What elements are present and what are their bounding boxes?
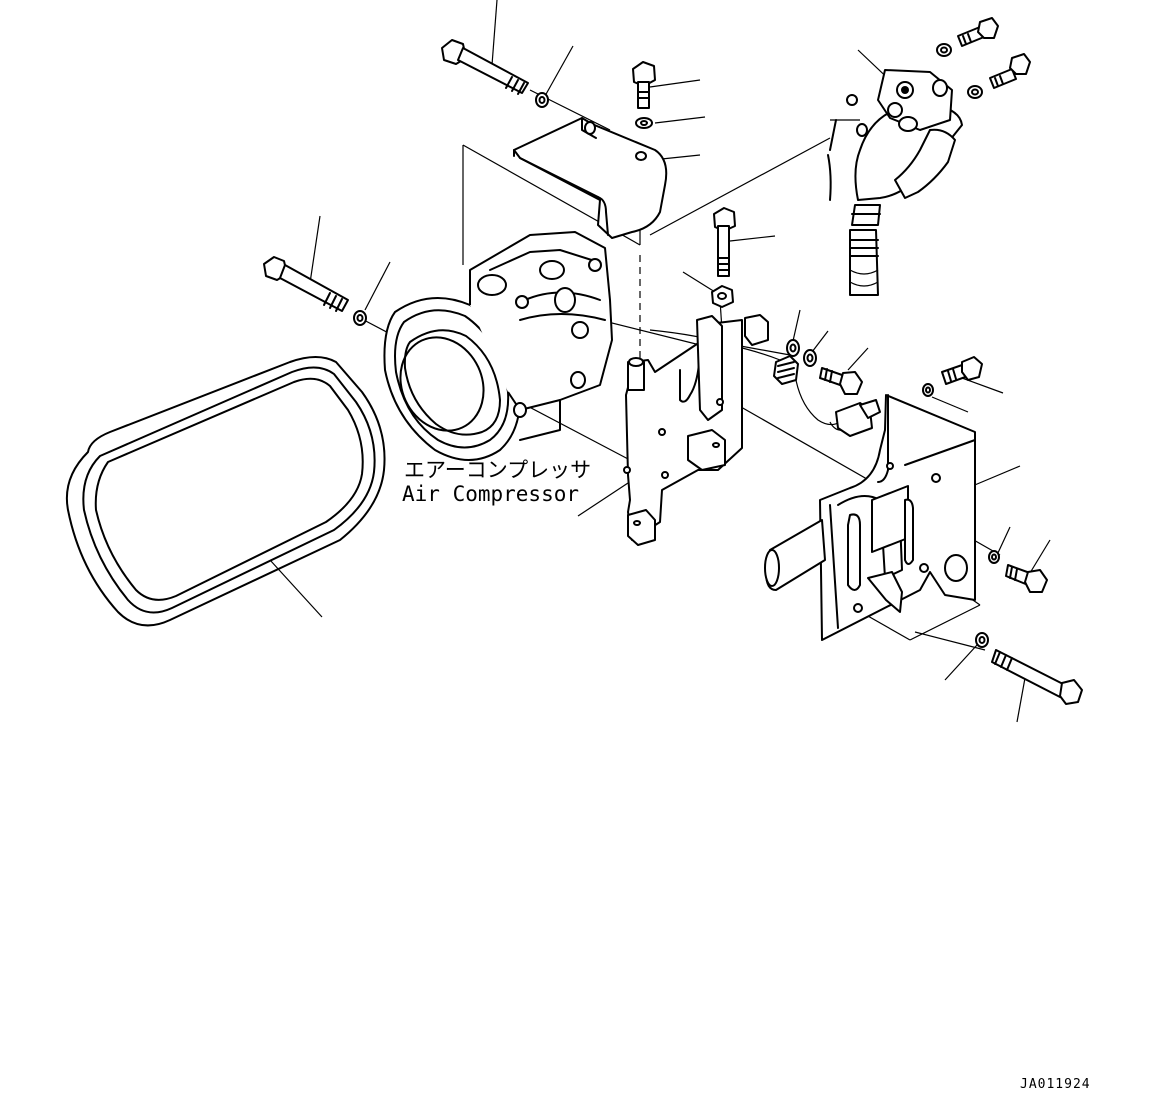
adjusting-plate	[764, 394, 976, 641]
cover-bracket	[513, 117, 668, 239]
compressor-label-jp: エアーコンプレッサ	[404, 458, 591, 482]
compressor-label-en: Air Compressor	[402, 482, 579, 506]
bolt-right-middle	[988, 550, 1048, 593]
bolt-middle-right	[786, 339, 863, 395]
bolt-left	[263, 256, 367, 326]
v-belt	[65, 356, 386, 627]
compressor-label: エアーコンプレッサ Air Compressor	[402, 458, 591, 506]
bolt-vertical	[711, 207, 736, 308]
bolt-right-upper	[922, 356, 983, 397]
bolt-upper	[441, 39, 549, 108]
center-bracket	[623, 314, 769, 546]
hose-assembly	[827, 17, 1031, 296]
bolt-right-lower	[975, 632, 1083, 705]
drawing-code: JA011924	[1020, 1077, 1091, 1092]
harness-connector	[773, 355, 881, 437]
air-compressor	[383, 231, 846, 461]
bolt-top-center	[632, 61, 656, 129]
